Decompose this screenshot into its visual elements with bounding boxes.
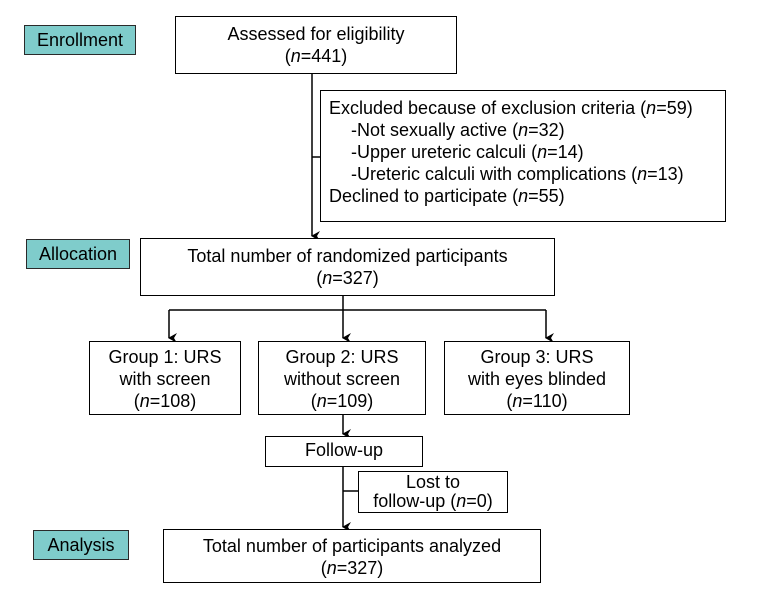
group-2-line1: Group 2: URS xyxy=(285,347,399,367)
stage-label-enrollment: Enrollment xyxy=(24,25,136,55)
group-3-line2: with eyes blinded xyxy=(467,369,607,389)
followup-box: Follow-up xyxy=(265,436,423,467)
group-2-box: Group 2: URS without screen (n=109) xyxy=(258,341,426,415)
excluded-reason: -Upper ureteric calculi (n=14) xyxy=(351,142,584,162)
randomized-title: Total number of randomized participants xyxy=(187,246,508,266)
randomized-count: (n=327) xyxy=(316,268,379,288)
analyzed-count: (n=327) xyxy=(320,558,384,578)
stage-label-allocation: Allocation xyxy=(26,239,130,269)
excluded-reason: -Not sexually active (n=32) xyxy=(351,120,565,140)
lost-line1: Lost to xyxy=(405,472,461,492)
group-1-line2: with screen xyxy=(119,369,211,389)
excluded-box: Excluded because of exclusion criteria (… xyxy=(320,90,726,222)
group-2-count: (n=109) xyxy=(310,391,374,411)
declined-line: Declined to participate (n=55) xyxy=(329,186,565,206)
lost-line2: follow-up (n=0) xyxy=(373,491,493,511)
randomized-box: Total number of randomized participants … xyxy=(140,238,555,296)
analyzed-box: Total number of participants analyzed (n… xyxy=(163,529,541,583)
followup-label: Follow-up xyxy=(304,440,384,460)
group-3-box: Group 3: URS with eyes blinded (n=110) xyxy=(444,341,630,415)
excluded-reason: -Ureteric calculi with complications (n=… xyxy=(351,164,684,184)
assessed-box: Assessed for eligibility (n=441) xyxy=(175,16,457,74)
assessed-title: Assessed for eligibility xyxy=(227,24,405,44)
lost-box: Lost to follow-up (n=0) xyxy=(358,471,508,513)
analyzed-title: Total number of participants analyzed xyxy=(202,536,502,556)
excluded-heading: Excluded because of exclusion criteria (… xyxy=(329,98,693,118)
group-3-count: (n=110) xyxy=(506,391,568,411)
group-1-box: Group 1: URS with screen (n=108) xyxy=(89,341,241,415)
stage-label-analysis: Analysis xyxy=(33,530,129,560)
group-2-line2: without screen xyxy=(283,369,401,389)
group-1-count: (n=108) xyxy=(133,391,197,411)
group-3-line1: Group 3: URS xyxy=(480,347,594,367)
assessed-count: (n=441) xyxy=(284,46,348,66)
group-1-line1: Group 1: URS xyxy=(108,347,222,367)
